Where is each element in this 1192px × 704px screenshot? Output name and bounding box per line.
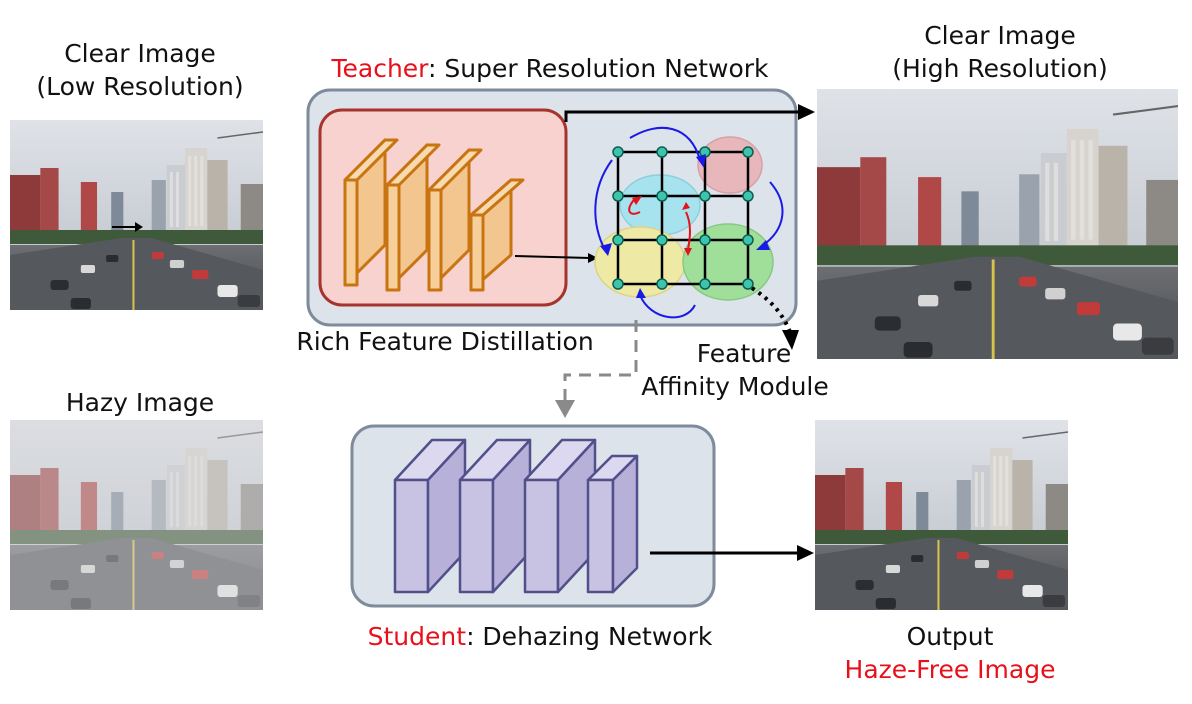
student-title: Student: Dehazing Network: [350, 620, 730, 653]
feature-affinity-line1: Feature: [696, 339, 792, 368]
student-layers: [393, 438, 639, 594]
teacher-layer-2: [385, 143, 441, 292]
output-image: [815, 420, 1068, 610]
clear-low-line1: Clear Image: [64, 39, 216, 68]
teacher-title: Teacher: Super Resolution Network: [320, 52, 780, 85]
feature-affinity-line2: Affinity Module: [641, 372, 829, 401]
teacher-layer-4: [469, 178, 525, 292]
clear-high-title: Clear Image (High Resolution): [870, 19, 1130, 85]
teacher-layer-3: [427, 148, 483, 292]
clear-low-title: Clear Image (Low Resolution): [30, 37, 250, 103]
distillation-dashed-arrow: [563, 320, 638, 400]
affinity-label-pointer-head: [782, 330, 799, 350]
teacher-to-highres-arrowhead: [798, 104, 815, 120]
clear-high-image: [817, 89, 1178, 359]
feature-affinity-module: [594, 126, 784, 319]
output-line1: Output: [906, 622, 994, 651]
distillation-dashed-arrowhead: [555, 400, 575, 418]
teacher-rest: : Super Resolution Network: [428, 54, 769, 83]
clear-low-line2: (Low Resolution): [36, 72, 244, 101]
teacher-to-highres-arrow: [564, 110, 800, 122]
teacher-layer-1: [343, 138, 399, 287]
rich-feature-label: Rich Feature Distillation: [296, 327, 594, 356]
student-rest: : Dehazing Network: [466, 622, 713, 651]
student-layer-4: [586, 454, 639, 594]
hazy-title: Hazy Image: [65, 388, 215, 417]
layers-to-affinity-arrowhead: [588, 253, 598, 263]
low-res-inner-arrowhead: [135, 222, 143, 232]
teacher-word: Teacher: [331, 54, 429, 83]
student-to-output-arrowhead: [797, 545, 814, 561]
output-label: Output Haze-Free Image: [830, 620, 1070, 686]
clear-high-line1: Clear Image: [924, 21, 1076, 50]
student-layer-2: [458, 438, 532, 594]
student-word: Student: [367, 622, 467, 651]
teacher-layers: [343, 138, 525, 292]
hazy-image: [10, 420, 263, 610]
feature-affinity-label: Feature Affinity Module: [630, 337, 840, 403]
clear-low-image: [10, 120, 263, 310]
clear-high-line2: (High Resolution): [892, 54, 1108, 83]
haze-free-label: Haze-Free Image: [844, 655, 1056, 684]
student-layer-1: [393, 438, 467, 594]
layers-to-affinity-arrow: [514, 255, 591, 259]
